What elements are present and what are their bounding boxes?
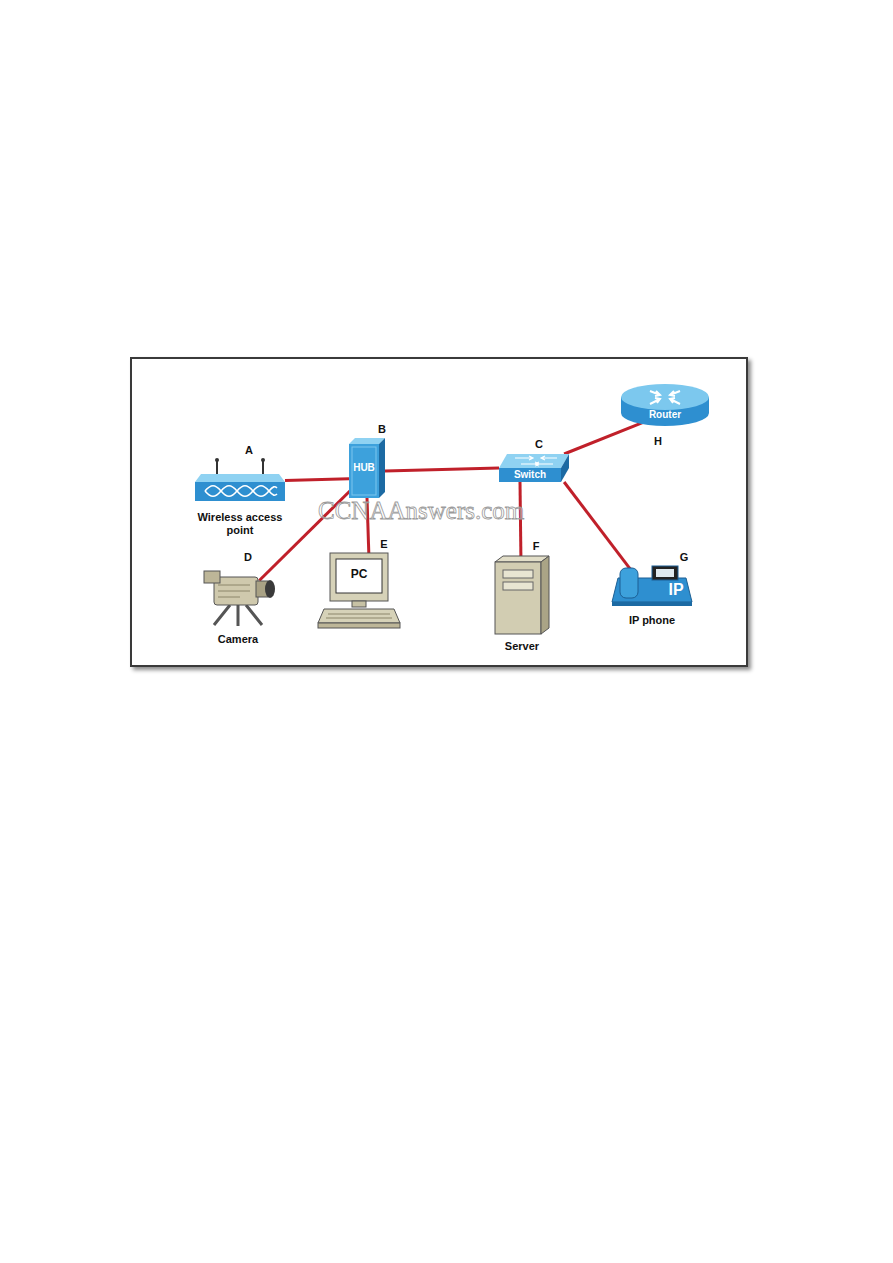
network-link <box>285 479 349 481</box>
callout-letter: E <box>376 538 392 551</box>
device-picture <box>495 556 549 634</box>
callout-letter: H <box>650 435 666 448</box>
watermark: CCNAAnswers.com <box>318 497 524 525</box>
device-picture <box>318 553 400 629</box>
callout-letter: A <box>241 444 257 457</box>
ip-phone-icon: GIPIP phone <box>612 564 692 606</box>
network-link <box>385 468 499 471</box>
device-picture <box>620 383 710 427</box>
server-icon: FServer <box>495 556 549 634</box>
router-icon: RouterH <box>620 383 710 427</box>
device-label: Camera <box>198 633 278 646</box>
device-label: HUB <box>349 462 379 474</box>
network-link <box>564 423 642 454</box>
device-picture <box>200 565 276 627</box>
callout-letter: G <box>676 551 692 564</box>
callout-letter: C <box>531 438 547 451</box>
device-label: IP phone <box>600 614 704 627</box>
callout-letter: B <box>374 423 390 436</box>
device-label: PC <box>336 568 382 582</box>
device-label: Switch <box>499 469 561 481</box>
camera-icon: DCamera <box>200 565 276 627</box>
pc-icon: EPC <box>318 553 400 629</box>
device-picture <box>195 458 285 503</box>
hub-icon: BHUB <box>349 438 385 498</box>
device-label: Server <box>485 640 559 653</box>
device-label: IP <box>662 581 690 599</box>
switch-icon: CSwitch <box>499 454 569 482</box>
callout-letter: F <box>528 540 544 553</box>
callout-letter: D <box>240 551 256 564</box>
network-link <box>564 482 636 577</box>
device-label: Router <box>634 409 696 421</box>
access-point-icon: AWireless access point <box>195 458 285 503</box>
device-label: Wireless access point <box>190 511 290 536</box>
